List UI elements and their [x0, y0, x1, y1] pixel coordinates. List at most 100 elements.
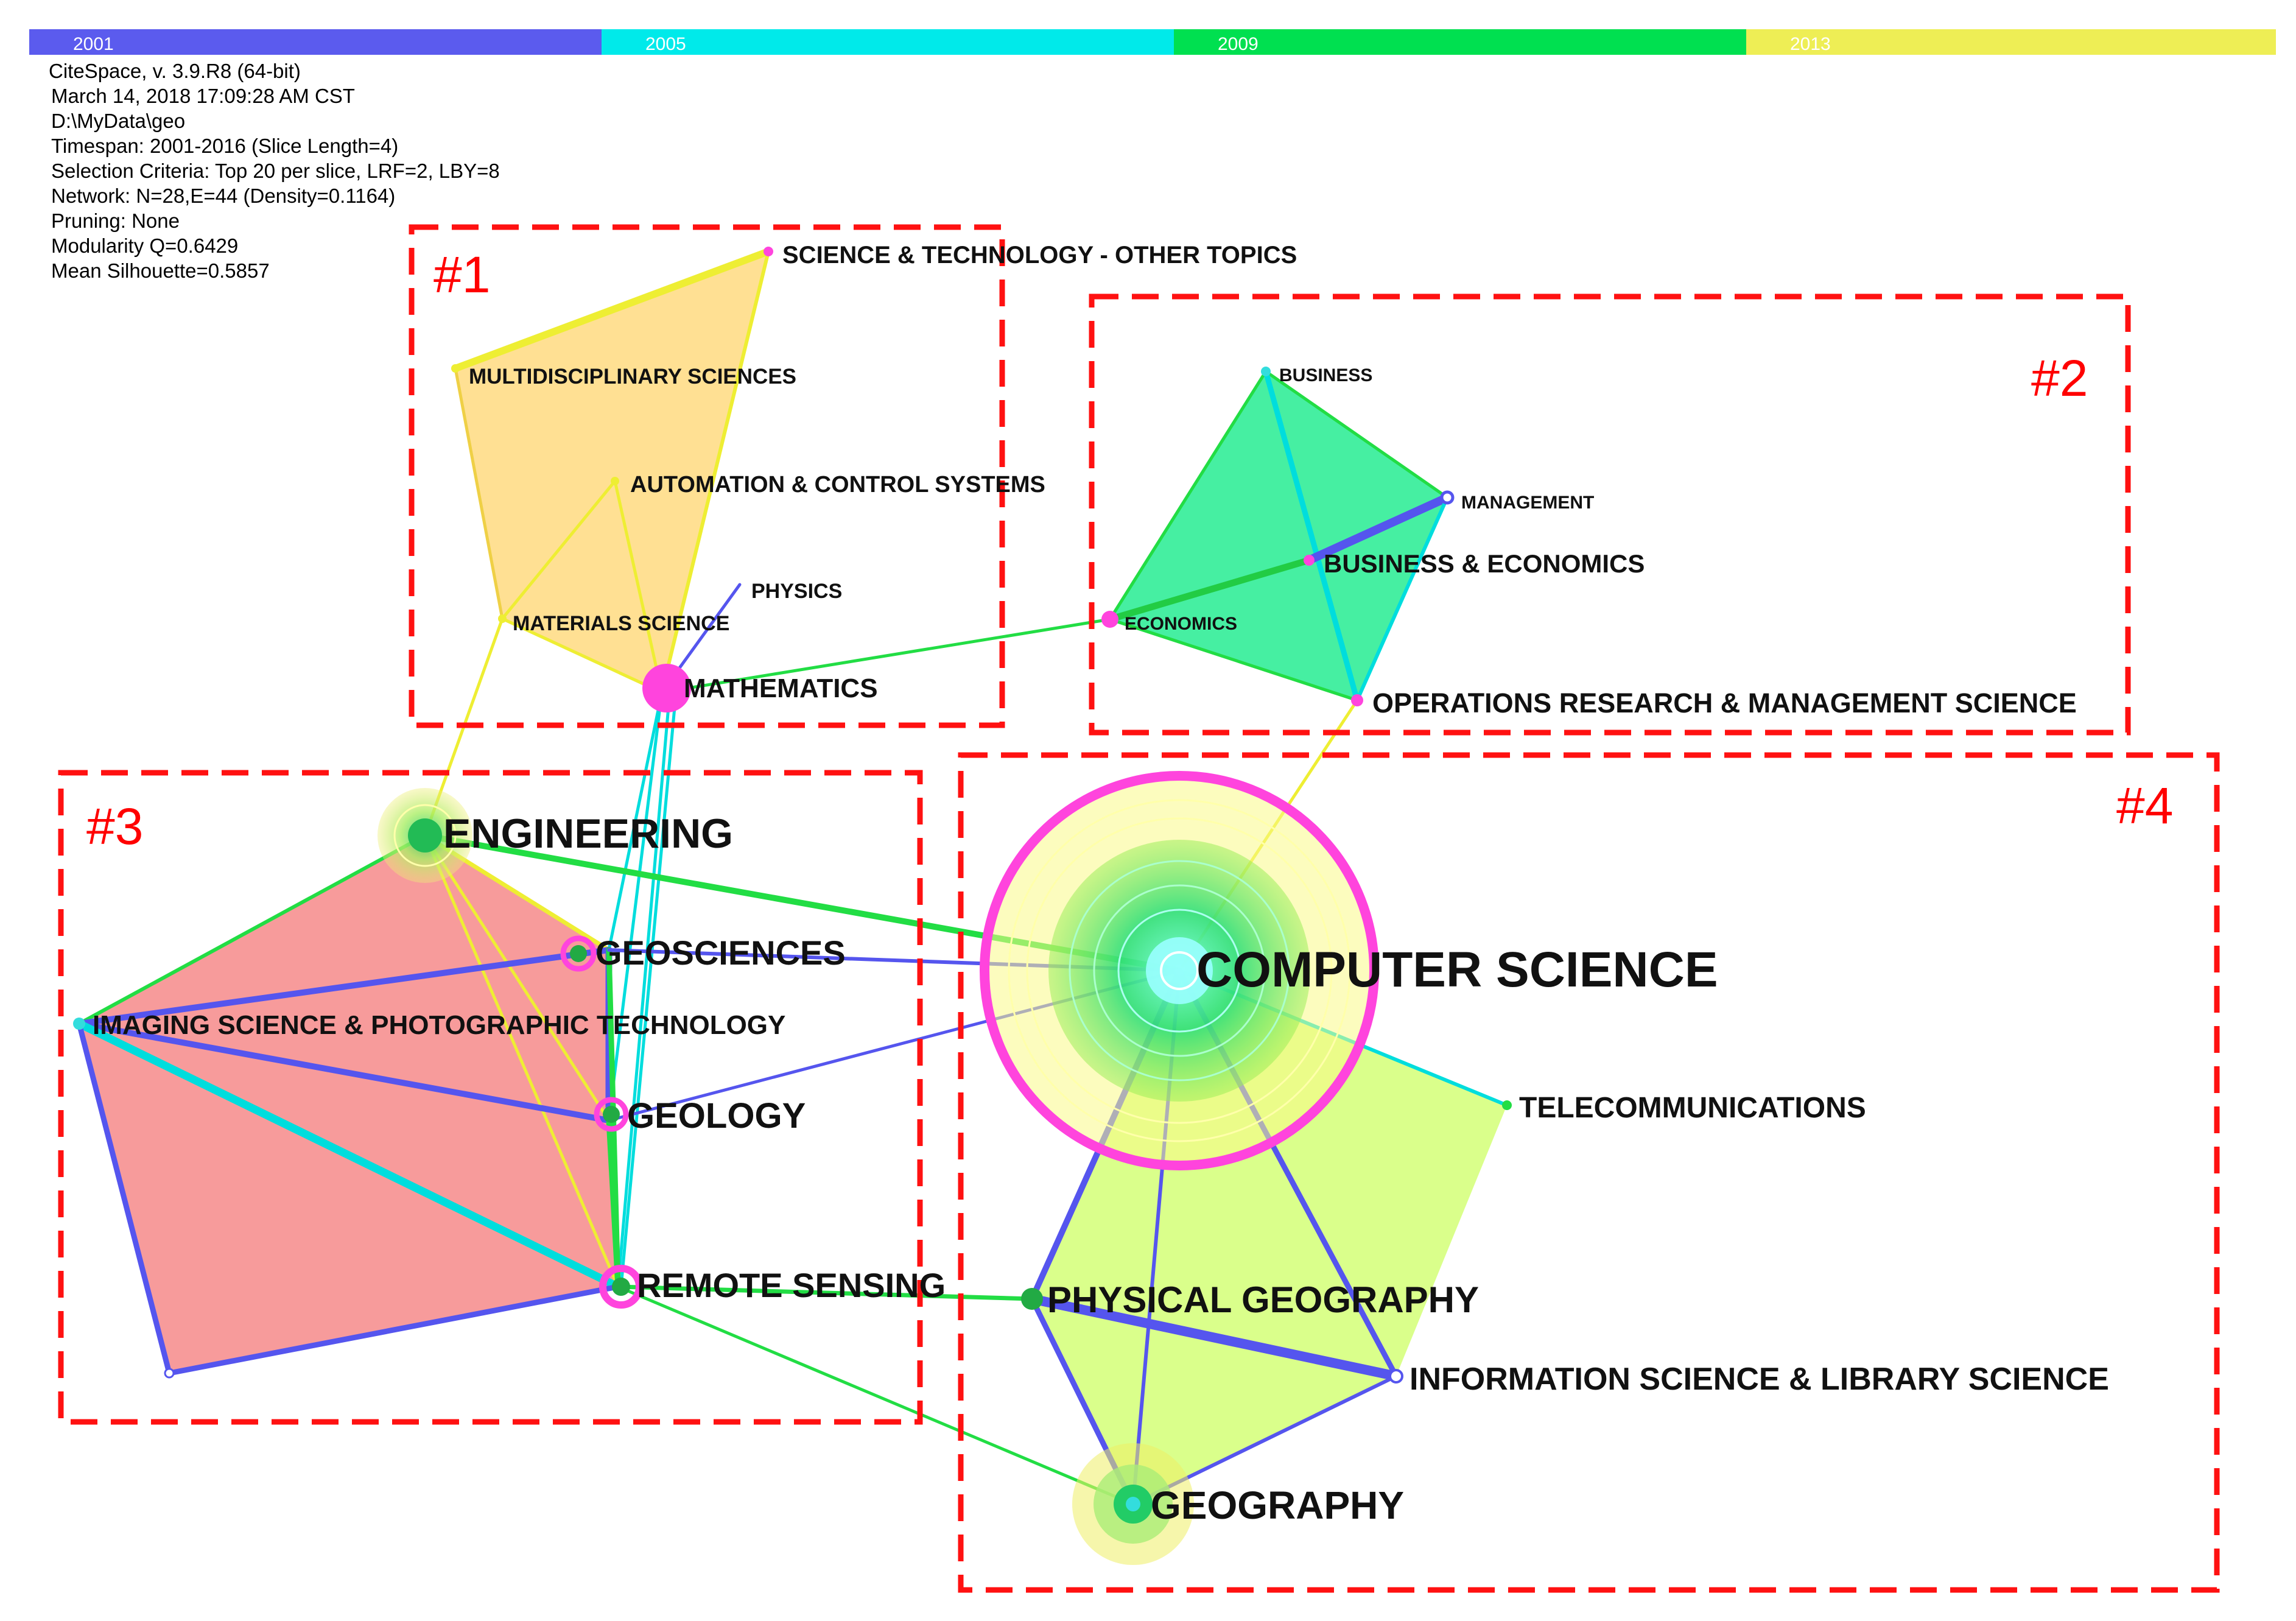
node-business-economics — [1304, 555, 1315, 566]
node-imaging-science — [73, 1018, 85, 1030]
info-line: Mean Silhouette=0.5857 — [51, 259, 270, 282]
edge — [1106, 557, 1313, 623]
info-line: Timespan: 2001-2016 (Slice Length=4) — [51, 135, 398, 157]
edge — [1264, 370, 1449, 499]
edge — [75, 1019, 622, 1291]
timeline-year-2005: 2005 — [645, 34, 686, 54]
node-geology-ring — [594, 1097, 629, 1132]
edge — [1305, 493, 1452, 564]
cluster-4-tag: #4 — [2116, 777, 2173, 834]
cluster-2-box — [1089, 294, 2131, 736]
node-automation — [611, 477, 619, 485]
edge — [1263, 368, 1360, 703]
node-label: AUTOMATION & CONTROL SYSTEMS — [630, 472, 1045, 498]
cluster-1-tag: #1 — [434, 246, 490, 303]
cluster-boxes — [58, 224, 2220, 1593]
info-panel: CiteSpace, v. 3.9.R8 (64-bit) March 14, … — [49, 60, 500, 282]
edge — [616, 1285, 1135, 1506]
timeline-year-2013: 2013 — [1790, 34, 1831, 54]
node-remote-sensing — [612, 1278, 630, 1296]
node-label: INFORMATION SCIENCE & LIBRARY SCIENCE — [1410, 1362, 2109, 1397]
timeline-bar: 2001 2005 2009 2013 — [29, 29, 2276, 55]
info-line: D:\MyData\geo — [51, 110, 185, 132]
edge — [616, 691, 672, 1289]
node-label: SCIENCE & TECHNOLOGY - OTHER TOPICS — [782, 242, 1297, 269]
node-label: PHYSICS — [751, 580, 842, 603]
node-label: ENGINEERING — [443, 810, 733, 857]
node-computer-science-center — [1146, 937, 1213, 1004]
node-label: COMPUTER SCIENCE — [1196, 942, 1718, 997]
timeline-year-2001: 2001 — [73, 34, 114, 54]
node-remote-sensing-ring — [599, 1265, 643, 1309]
cluster-4-box — [958, 752, 2220, 1593]
edge — [166, 1284, 621, 1376]
node-label: TELECOMMUNICATIONS — [1519, 1092, 1866, 1124]
edge — [423, 834, 620, 1289]
node-engineering-core — [408, 818, 442, 853]
edge — [660, 250, 770, 694]
node-ring — [393, 804, 457, 867]
node-label: OPERATIONS RESEARCH & MANAGEMENT SCIENCE — [1372, 687, 2077, 719]
timeline-segment-2013 — [1746, 29, 2276, 55]
node-ring — [1117, 909, 1241, 1033]
edge — [423, 834, 611, 1122]
cluster-2-tag: #2 — [2031, 350, 2088, 407]
edge — [606, 1117, 621, 1290]
node-label: REMOTE SENSING — [637, 1266, 946, 1304]
edge — [500, 479, 617, 621]
edge — [76, 947, 612, 1027]
edge — [1027, 1294, 1401, 1381]
edge — [660, 617, 1112, 694]
node-operations-research — [1351, 694, 1363, 706]
edge — [607, 691, 664, 1122]
node-science-technology — [764, 247, 773, 256]
node-geology — [603, 1106, 620, 1123]
info-line: CiteSpace, v. 3.9.R8 (64-bit) — [49, 60, 301, 82]
node-ring — [1069, 860, 1290, 1081]
node-unlabeled — [164, 1368, 175, 1379]
edge — [619, 692, 678, 1289]
node-information-science — [1389, 1369, 1403, 1384]
info-line: March 14, 2018 17:09:28 AM CST — [51, 85, 355, 107]
timeline-segment-2005 — [602, 29, 1174, 55]
node-business — [1261, 367, 1271, 376]
edge — [76, 1021, 612, 1123]
info-line: Pruning: None — [51, 209, 180, 232]
node-geosciences — [570, 945, 587, 962]
node-geography-center — [1126, 1497, 1140, 1511]
node-label: ECONOMICS — [1125, 614, 1237, 634]
edge — [1355, 496, 1449, 702]
edge — [613, 479, 664, 694]
info-line: Modularity Q=0.6429 — [51, 234, 238, 257]
node-label: IMAGING SCIENCE & PHOTOGRAPHIC TECHNOLOG… — [93, 1010, 785, 1040]
edge — [77, 834, 427, 1025]
info-line: Selection Criteria: Top 20 per slice, LR… — [51, 160, 500, 182]
node-economics — [1101, 611, 1118, 628]
node-multidisciplinary — [451, 364, 460, 373]
edge — [1108, 617, 1359, 702]
edge — [500, 617, 664, 694]
edge — [607, 691, 664, 952]
node-computer-science-ring — [980, 771, 1379, 1170]
node-label: GEOGRAPHY — [1151, 1483, 1404, 1527]
network-nodes — [73, 247, 1512, 1565]
node-ring — [1160, 951, 1199, 990]
node-label: BUSINESS — [1279, 365, 1372, 385]
cluster-3-tag: #3 — [86, 798, 143, 855]
node-label: MATHEMATICS — [684, 673, 878, 703]
edge — [1108, 370, 1268, 621]
info-line: Network: N=28,E=44 (Density=0.1164) — [51, 185, 395, 207]
node-management — [1440, 490, 1455, 505]
cluster-1-box — [409, 224, 1005, 728]
node-label: GEOLOGY — [627, 1096, 806, 1136]
node-ring — [1026, 817, 1333, 1124]
node-mathematics — [642, 664, 691, 712]
node-ring — [1008, 799, 1351, 1142]
cluster-3-box — [58, 770, 923, 1425]
node-telecommunications — [1502, 1100, 1512, 1110]
node-label: MATERIALS SCIENCE — [513, 612, 729, 635]
timeline-segment-2009 — [1174, 29, 1746, 55]
node-physical-geography — [1021, 1288, 1043, 1310]
node-label: MANAGEMENT — [1461, 493, 1594, 513]
